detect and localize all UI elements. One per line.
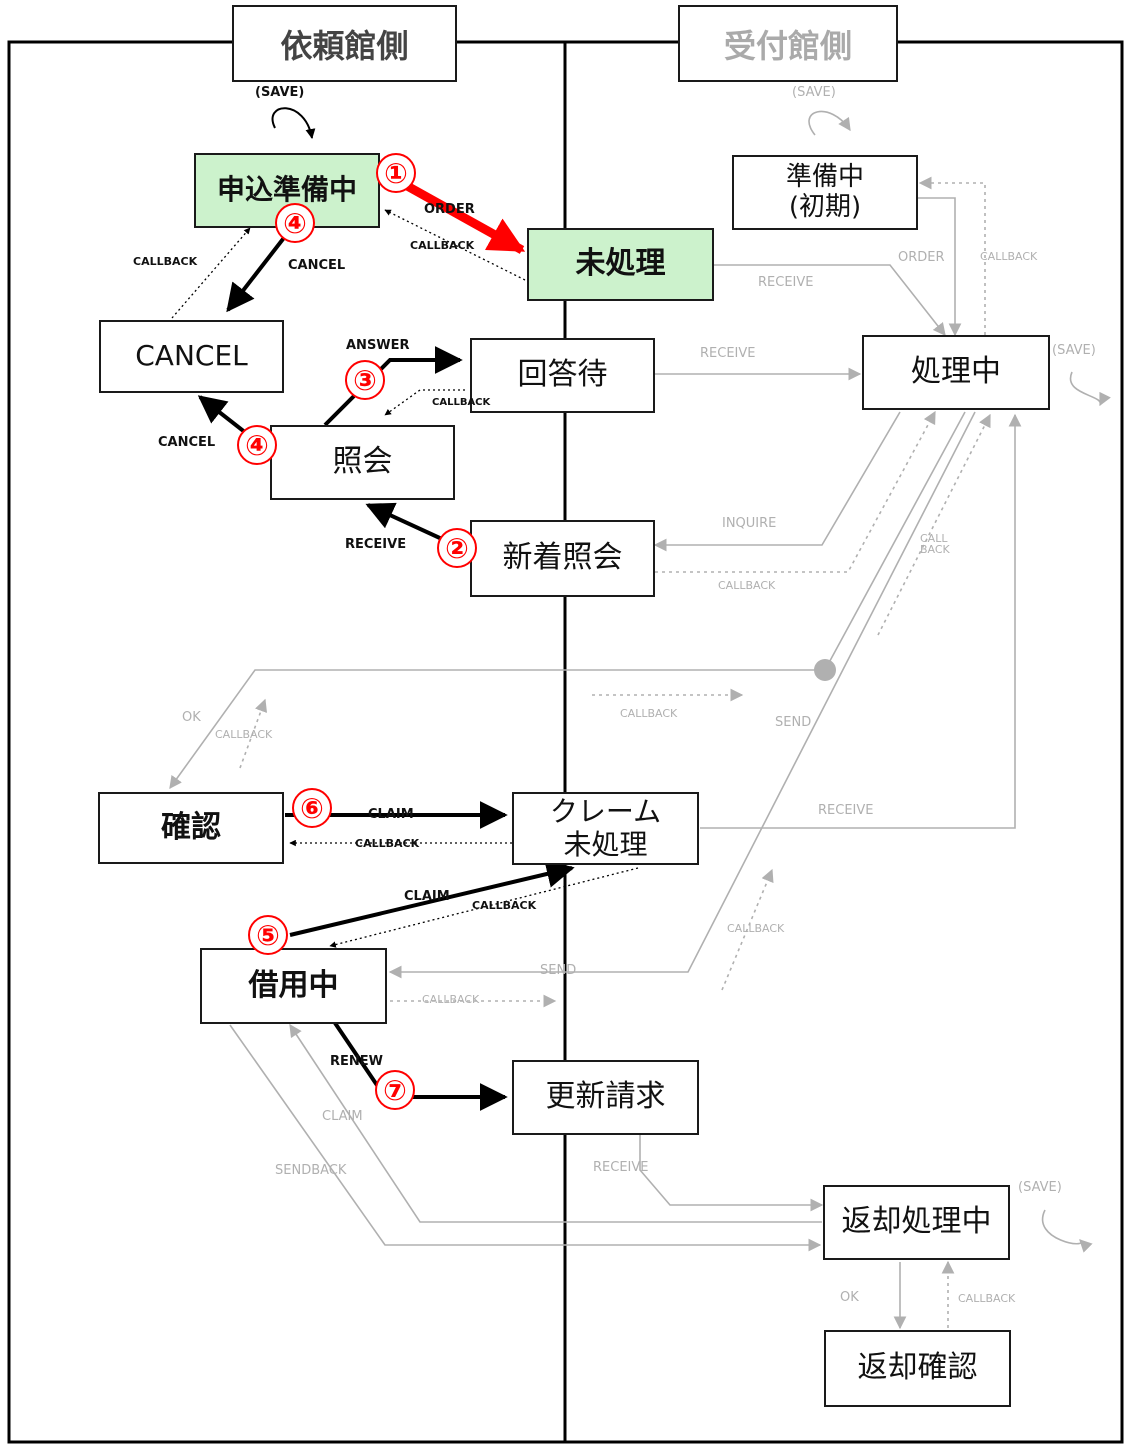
step-marker-6: ⑥ xyxy=(292,788,332,828)
label-cancel-top: CANCEL xyxy=(288,258,346,273)
state-shinchaku-shoukai: 新着照会 xyxy=(470,520,655,597)
label-callback-gray-5: CALLBACK xyxy=(215,728,273,741)
label-callback-gray-8: CALLBACK xyxy=(958,1292,1016,1305)
label-callback-cancel: CALLBACK xyxy=(133,255,198,268)
label-save-shorichu: (SAVE) xyxy=(1052,343,1096,358)
state-junbichu-shoki: 準備中 (初期) xyxy=(732,155,918,230)
state-kakunin: 確認 xyxy=(98,792,284,864)
label-claim-2: CLAIM xyxy=(404,889,450,904)
state-henkyaku-shorichu: 返却処理中 xyxy=(823,1185,1010,1260)
label-renew: RENEW xyxy=(330,1054,383,1069)
label-claim-1: CLAIM xyxy=(368,807,414,822)
label-send-gray-1: SEND xyxy=(775,715,812,730)
label-cancel-mid: CANCEL xyxy=(158,435,216,450)
label-ok-gray-1: OK xyxy=(182,710,201,725)
label-callback-small: CALLBACK xyxy=(432,397,491,408)
label-callback-gray-2: CALLBACK xyxy=(718,579,776,592)
step-marker-3: ③ xyxy=(345,360,385,400)
label-sendback: SENDBACK xyxy=(275,1163,347,1178)
state-shoukai: 照会 xyxy=(270,425,455,500)
label-answer: ANSWER xyxy=(346,338,410,353)
label-receive-gray-1: RECEIVE xyxy=(758,275,814,290)
label-ok-gray-2: OK xyxy=(840,1290,859,1305)
label-callback-order: CALLBACK xyxy=(410,239,475,252)
label-save-left: (SAVE) xyxy=(255,85,305,100)
label-receive-gray-4: RECEIVE xyxy=(593,1160,649,1175)
label-save-henkyaku: (SAVE) xyxy=(1018,1180,1062,1195)
state-koushin-seikyu: 更新請求 xyxy=(512,1060,699,1135)
inactive-connectors xyxy=(169,110,1111,1330)
step-marker-5: ⑤ xyxy=(248,915,288,955)
label-send-gray-2: SEND xyxy=(540,963,577,978)
step-marker-4-mid: ④ xyxy=(237,425,277,465)
label-callback-gray-7: CALLBACK xyxy=(422,993,480,1006)
state-henkyaku-kakunin: 返却確認 xyxy=(824,1330,1011,1407)
label-callback-gray-3: CALL BACK xyxy=(920,532,950,556)
state-shinyouchu: 借用中 xyxy=(200,948,387,1024)
label-receive-gray-2: RECEIVE xyxy=(700,346,756,361)
label-save-right-top: (SAVE) xyxy=(792,85,836,100)
step-marker-2: ② xyxy=(437,528,477,568)
label-order-gray: ORDER xyxy=(898,250,945,265)
label-callback-gray-6: CALLBACK xyxy=(727,922,785,935)
label-inquire: INQUIRE xyxy=(722,516,777,531)
step-marker-4-top: ④ xyxy=(275,203,315,243)
header-requester: 依頼館側 xyxy=(232,5,457,82)
order-arrow-active xyxy=(397,178,526,254)
label-callback-claim-1: CALLBACK xyxy=(355,837,420,850)
header-receiver: 受付館側 xyxy=(678,5,898,82)
label-claim-gray: CLAIM xyxy=(322,1109,363,1124)
label-callback-gray-1: CALLBACK xyxy=(980,250,1038,263)
state-cancel: CANCEL xyxy=(99,320,284,393)
label-receive: RECEIVE xyxy=(345,537,407,552)
label-callback-claim-2: CALLBACK xyxy=(472,899,537,912)
state-mishori: 未処理 xyxy=(527,228,714,301)
label-callback-gray-4: CALLBACK xyxy=(620,707,678,720)
step-marker-7: ⑦ xyxy=(375,1070,415,1110)
state-kaitoumachi: 回答待 xyxy=(470,338,655,413)
label-receive-gray-3: RECEIVE xyxy=(818,803,874,818)
state-shorichu: 処理中 xyxy=(862,335,1050,410)
state-claim-mishori: クレーム 未処理 xyxy=(512,792,699,865)
label-order: ORDER xyxy=(424,202,475,217)
step-marker-1: ① xyxy=(376,153,416,193)
junction-dot xyxy=(814,659,836,681)
